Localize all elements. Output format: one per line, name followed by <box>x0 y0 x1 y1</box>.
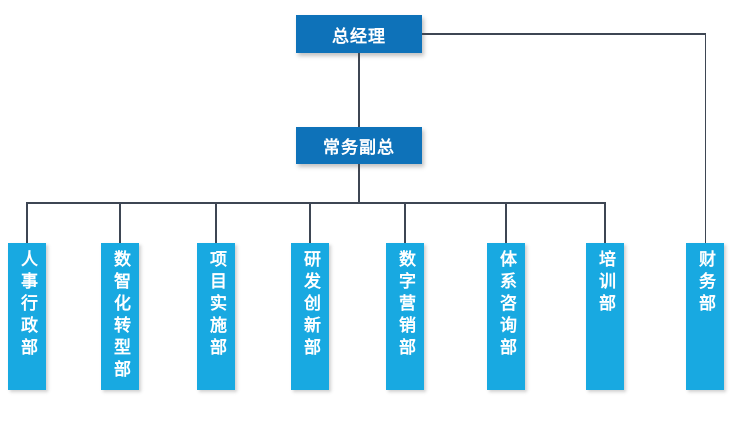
node-dept-system-consulting-label: 体系咨询部 <box>497 250 516 360</box>
connector-drop-digital-transformation <box>119 202 121 243</box>
node-dept-training: 培训部 <box>586 243 624 390</box>
node-dept-rnd-innovation: 研发创新部 <box>291 243 329 390</box>
node-executive-deputy-label: 常务副总 <box>323 138 395 157</box>
node-dept-finance: 财务部 <box>686 243 724 390</box>
connector-drop-digital-marketing <box>404 202 406 243</box>
node-dept-hr-admin-label: 人事行政部 <box>18 250 37 360</box>
node-general-manager-label: 总经理 <box>332 26 386 46</box>
connector-drop-hr-admin <box>26 202 28 243</box>
node-dept-rnd-innovation-label: 研发创新部 <box>301 250 320 360</box>
node-dept-digital-marketing: 数字营销部 <box>386 243 424 390</box>
node-dept-digital-transformation: 数智化转型部 <box>101 243 139 390</box>
connector-drop-system-consulting <box>505 202 507 243</box>
node-dept-training-label: 培训部 <box>596 250 615 316</box>
node-executive-deputy: 常务副总 <box>296 127 422 164</box>
connector-drop-project-implementation <box>215 202 217 243</box>
connector-bus <box>26 202 606 204</box>
node-dept-finance-label: 财务部 <box>696 250 715 316</box>
connector-drop-training <box>604 202 606 243</box>
node-dept-digital-marketing-label: 数字营销部 <box>396 250 415 360</box>
node-dept-system-consulting: 体系咨询部 <box>487 243 525 390</box>
connector-root-to-finance-vertical <box>704 33 706 243</box>
node-dept-project-implementation: 项目实施部 <box>197 243 235 390</box>
node-general-manager: 总经理 <box>296 15 422 53</box>
node-dept-project-implementation-label: 项目实施部 <box>207 250 226 360</box>
connector-root-to-deputy <box>358 53 360 128</box>
connector-drop-rnd-innovation <box>309 202 311 243</box>
node-dept-digital-transformation-label: 数智化转型部 <box>111 250 130 382</box>
connector-root-to-finance-horizontal <box>422 33 706 35</box>
connector-deputy-to-bus <box>358 164 360 204</box>
node-dept-hr-admin: 人事行政部 <box>8 243 46 390</box>
